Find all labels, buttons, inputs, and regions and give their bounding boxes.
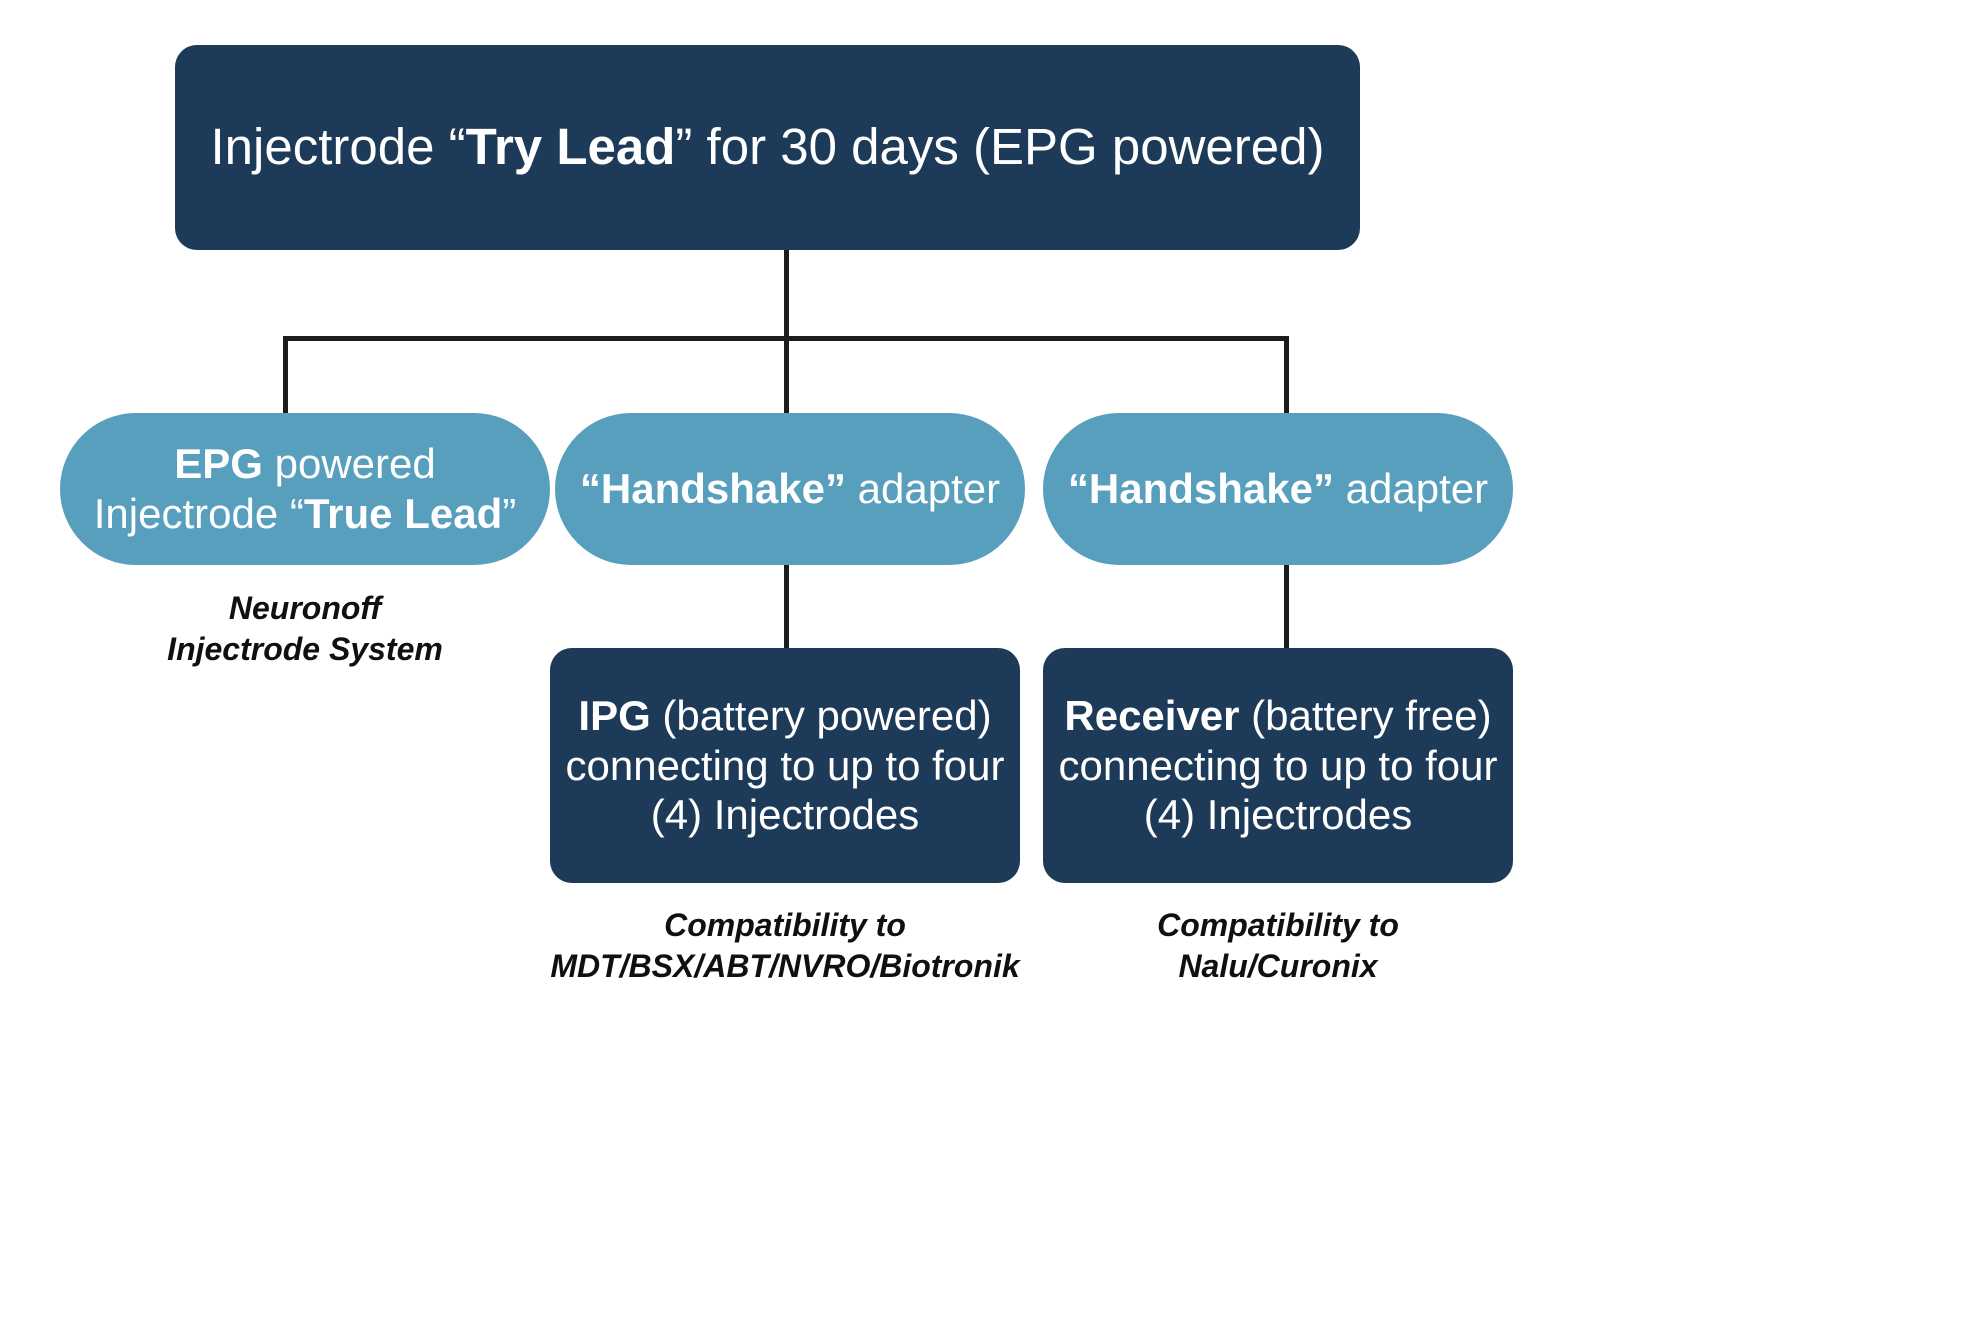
node-ipg-battery-powered[interactable]: IPG (battery powered) connecting to up t… [550,648,1020,883]
node-handshake-adapter-1-label: “Handshake” adapter [579,465,1001,513]
node-ipg-battery-powered-label: IPG (battery powered) connecting to up t… [565,692,1005,839]
node-try-lead[interactable]: Injectrode “Try Lead” for 30 days (EPG p… [175,45,1360,250]
caption-compatibility-nalu: Compatibility to Nalu/Curonix [1157,907,1399,984]
node-handshake-adapter-2-label: “Handshake” adapter [1067,465,1489,513]
node-receiver-battery-free-label: Receiver (battery free) connecting to up… [1058,692,1498,839]
connector-pill-handshake-2-to-receiver [1284,560,1289,665]
connector-bus-to-pill-handshake-1 [784,336,789,456]
connector-bus-to-pill-handshake-2 [1284,336,1289,456]
node-receiver-battery-free[interactable]: Receiver (battery free) connecting to up… [1043,648,1513,883]
connector-bus-to-pill-epg [283,336,288,456]
node-try-lead-label: Injectrode “Try Lead” for 30 days (EPG p… [210,118,1325,176]
connector-pill-handshake-1-to-ipg [784,560,789,665]
node-handshake-adapter-2[interactable]: “Handshake” adapter [1043,413,1513,565]
caption-compatibility-mdt: Compatibility to MDT/BSX/ABT/NVRO/Biotro… [550,907,1020,984]
node-handshake-adapter-1[interactable]: “Handshake” adapter [555,413,1025,565]
caption-neuronoff-injectrode-system: Neuronoff Injectrode System [167,590,443,667]
connector-title-to-bus [784,248,789,340]
